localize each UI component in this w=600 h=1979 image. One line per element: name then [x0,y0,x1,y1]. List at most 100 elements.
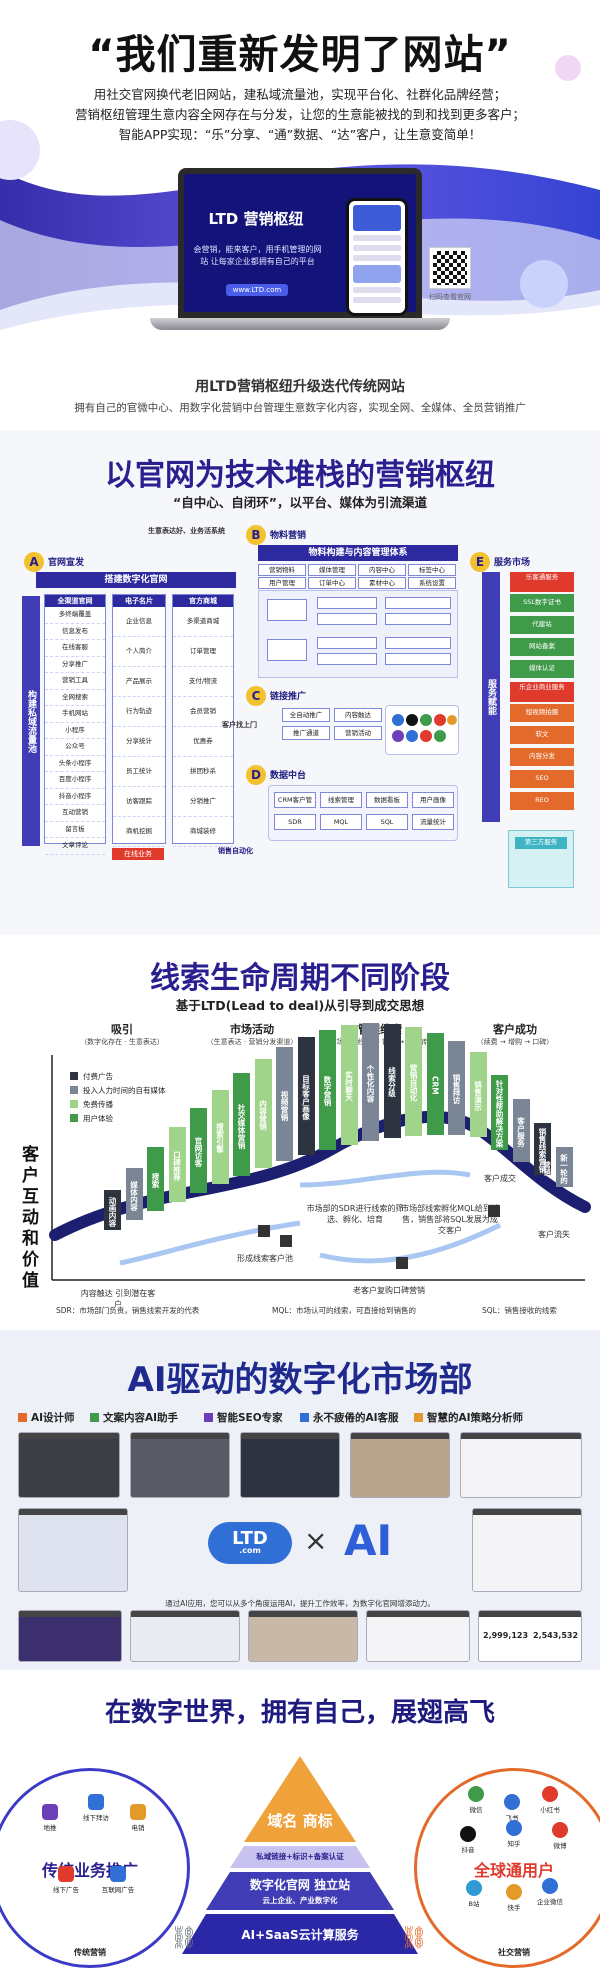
screenshot-tile[interactable] [130,1610,240,1662]
b-cell[interactable]: 订单中心 [308,577,356,589]
screenshot-tile[interactable] [18,1432,120,1498]
ai-tool[interactable]: AI设计师 [18,1410,75,1425]
d-cell[interactable]: SDR [274,814,316,830]
screen-url-button[interactable]: www.LTD.com [226,284,288,296]
qr-code-icon[interactable] [429,247,471,289]
a-column-item[interactable]: 企业信息 [113,607,165,637]
e-cell[interactable]: 内容分发 [510,748,574,766]
screenshot-tile[interactable] [130,1432,230,1498]
d-cell[interactable]: 用户画像 [412,792,454,808]
ai-tool[interactable]: 智能SEO专家 [204,1410,283,1425]
c-cell[interactable]: 营销活动 [334,726,382,740]
a-column-item[interactable]: 个人简介 [113,637,165,667]
screenshot-tile[interactable] [472,1508,582,1592]
b-cell[interactable]: 标签中心 [408,564,456,576]
a-column-item[interactable]: 抖音小程序 [45,789,105,805]
traditional-icon[interactable]: 线下广告 [46,1866,86,1894]
social-icon[interactable]: 微博 [540,1822,580,1850]
a-column-item[interactable]: 多终端覆盖 [45,607,105,624]
social-icon[interactable]: 企业微信 [530,1878,570,1906]
ai-tool[interactable]: 文案内容AI助手 [90,1410,178,1425]
a-column-item[interactable]: 小程序 [45,723,105,739]
screenshot-tile[interactable] [460,1432,582,1498]
a-column-item[interactable]: 优惠券 [173,727,233,757]
note-churn: 客户流失 [538,1230,570,1239]
c-cell[interactable]: 内容触达 [334,708,382,722]
screenshot-tile[interactable] [18,1610,122,1662]
traditional-icon[interactable]: 互联网广告 [98,1866,138,1894]
a-column-item[interactable]: 商城装修 [173,817,233,847]
b-cell[interactable]: 营销物料 [258,564,306,576]
traditional-icon[interactable]: 线下拜访 [76,1794,116,1822]
a-column-item[interactable]: 分销推广 [173,787,233,817]
d-cell[interactable]: 数据看板 [366,792,408,808]
a-column-item[interactable]: 订单管理 [173,637,233,667]
ai-tool[interactable]: 智慧的AI策略分析师 [414,1410,523,1425]
a-column-item[interactable]: 百度小程序 [45,772,105,789]
social-icon[interactable]: 知乎 [494,1820,534,1848]
a-column-item[interactable]: 头条小程序 [45,756,105,772]
d-cell[interactable]: SQL [366,814,408,830]
chain-link-icon: ⛓ [400,1926,428,1951]
b-cell[interactable]: 内容中心 [358,564,406,576]
e-cell[interactable]: REO [510,792,574,810]
lifecycle-bar: 社交媒体营销 [233,1073,250,1176]
e-cell[interactable]: 乐企业商业服务 [510,682,574,702]
a-column-item[interactable]: 员工统计 [113,757,165,787]
screenshot-tile[interactable] [350,1432,450,1498]
a-column-item[interactable]: 营销工具 [45,673,105,690]
e-cell[interactable]: 媒体认证 [510,660,574,678]
traditional-icon[interactable]: 地推 [30,1804,70,1832]
social-icon[interactable]: 快手 [494,1884,534,1912]
e-cell[interactable]: 代建站 [510,616,574,634]
a-column-item[interactable]: 产品展示 [113,667,165,697]
stats-tile[interactable]: 2,999,123 2,543,532 [478,1610,582,1662]
a-column-item[interactable]: 手机网站 [45,706,105,723]
a-column-item[interactable]: 会员营销 [173,697,233,727]
c-cell[interactable]: 全自动推广 [282,708,330,722]
ai-tool[interactable]: 永不疲倦的AI客服 [300,1410,399,1425]
a-column-item[interactable]: 多渠道商城 [173,607,233,637]
a-column-item[interactable]: 分享推广 [45,657,105,673]
screenshot-tile[interactable] [18,1508,128,1592]
social-icon[interactable]: B站 [454,1880,494,1908]
d-cell[interactable]: CRM客户管理 [274,792,316,808]
screenshot-tile[interactable] [366,1610,470,1662]
a-column-item[interactable]: 访客跟踪 [113,787,165,817]
a-column-item[interactable]: 在线客服 [45,640,105,657]
b-cell[interactable]: 媒体管理 [308,564,356,576]
e-cell[interactable]: 乐客通服务 [510,572,574,592]
e-cell[interactable]: SSL数字证书 [510,594,574,612]
stage-sub: （续费 → 增购 → 口碑） [476,1038,554,1046]
a-column-item[interactable]: 互动营销 [45,805,105,822]
d-cell[interactable]: 线索管理 [320,792,362,808]
d-cell[interactable]: 流量统计 [412,814,454,830]
e-cell[interactable]: 软文 [510,726,574,744]
b-cell[interactable]: 素材中心 [358,577,406,589]
a-column-item[interactable]: 公众号 [45,739,105,756]
social-icon[interactable]: 微信 [456,1786,496,1814]
a-column-item[interactable]: 支付/物流 [173,667,233,697]
e-cell[interactable]: 网站备案 [510,638,574,656]
a-column-item[interactable]: 商机挖掘 [113,817,165,847]
a-column-item[interactable]: 信息发布 [45,624,105,640]
lifecycle-bar: 营销自动化 [405,1026,422,1137]
e-cell[interactable]: SEO [510,770,574,788]
e-cell[interactable]: 短视频拍摄 [510,704,574,722]
a-column-item[interactable]: 拼团秒杀 [173,757,233,787]
screenshot-tile[interactable] [248,1610,358,1662]
a-column-item[interactable]: 文章评论 [45,838,105,855]
social-icon[interactable]: 飞书 [492,1794,532,1822]
b-cell[interactable]: 系统设置 [408,577,456,589]
b-cell[interactable]: 用户管理 [258,577,306,589]
traditional-icon[interactable]: 电销 [118,1804,158,1832]
social-icon[interactable]: 抖音 [448,1826,488,1854]
a-column-item[interactable]: 分享统计 [113,727,165,757]
c-cell[interactable]: 推广通道 [282,726,330,740]
screenshot-tile[interactable] [240,1432,340,1498]
social-icon[interactable]: 小红书 [530,1786,570,1814]
d-cell[interactable]: MQL [320,814,362,830]
a-column-item[interactable]: 全网搜索 [45,690,105,706]
a-column-item[interactable]: 行为轨迹 [113,697,165,727]
a-column-item[interactable]: 留言板 [45,822,105,838]
